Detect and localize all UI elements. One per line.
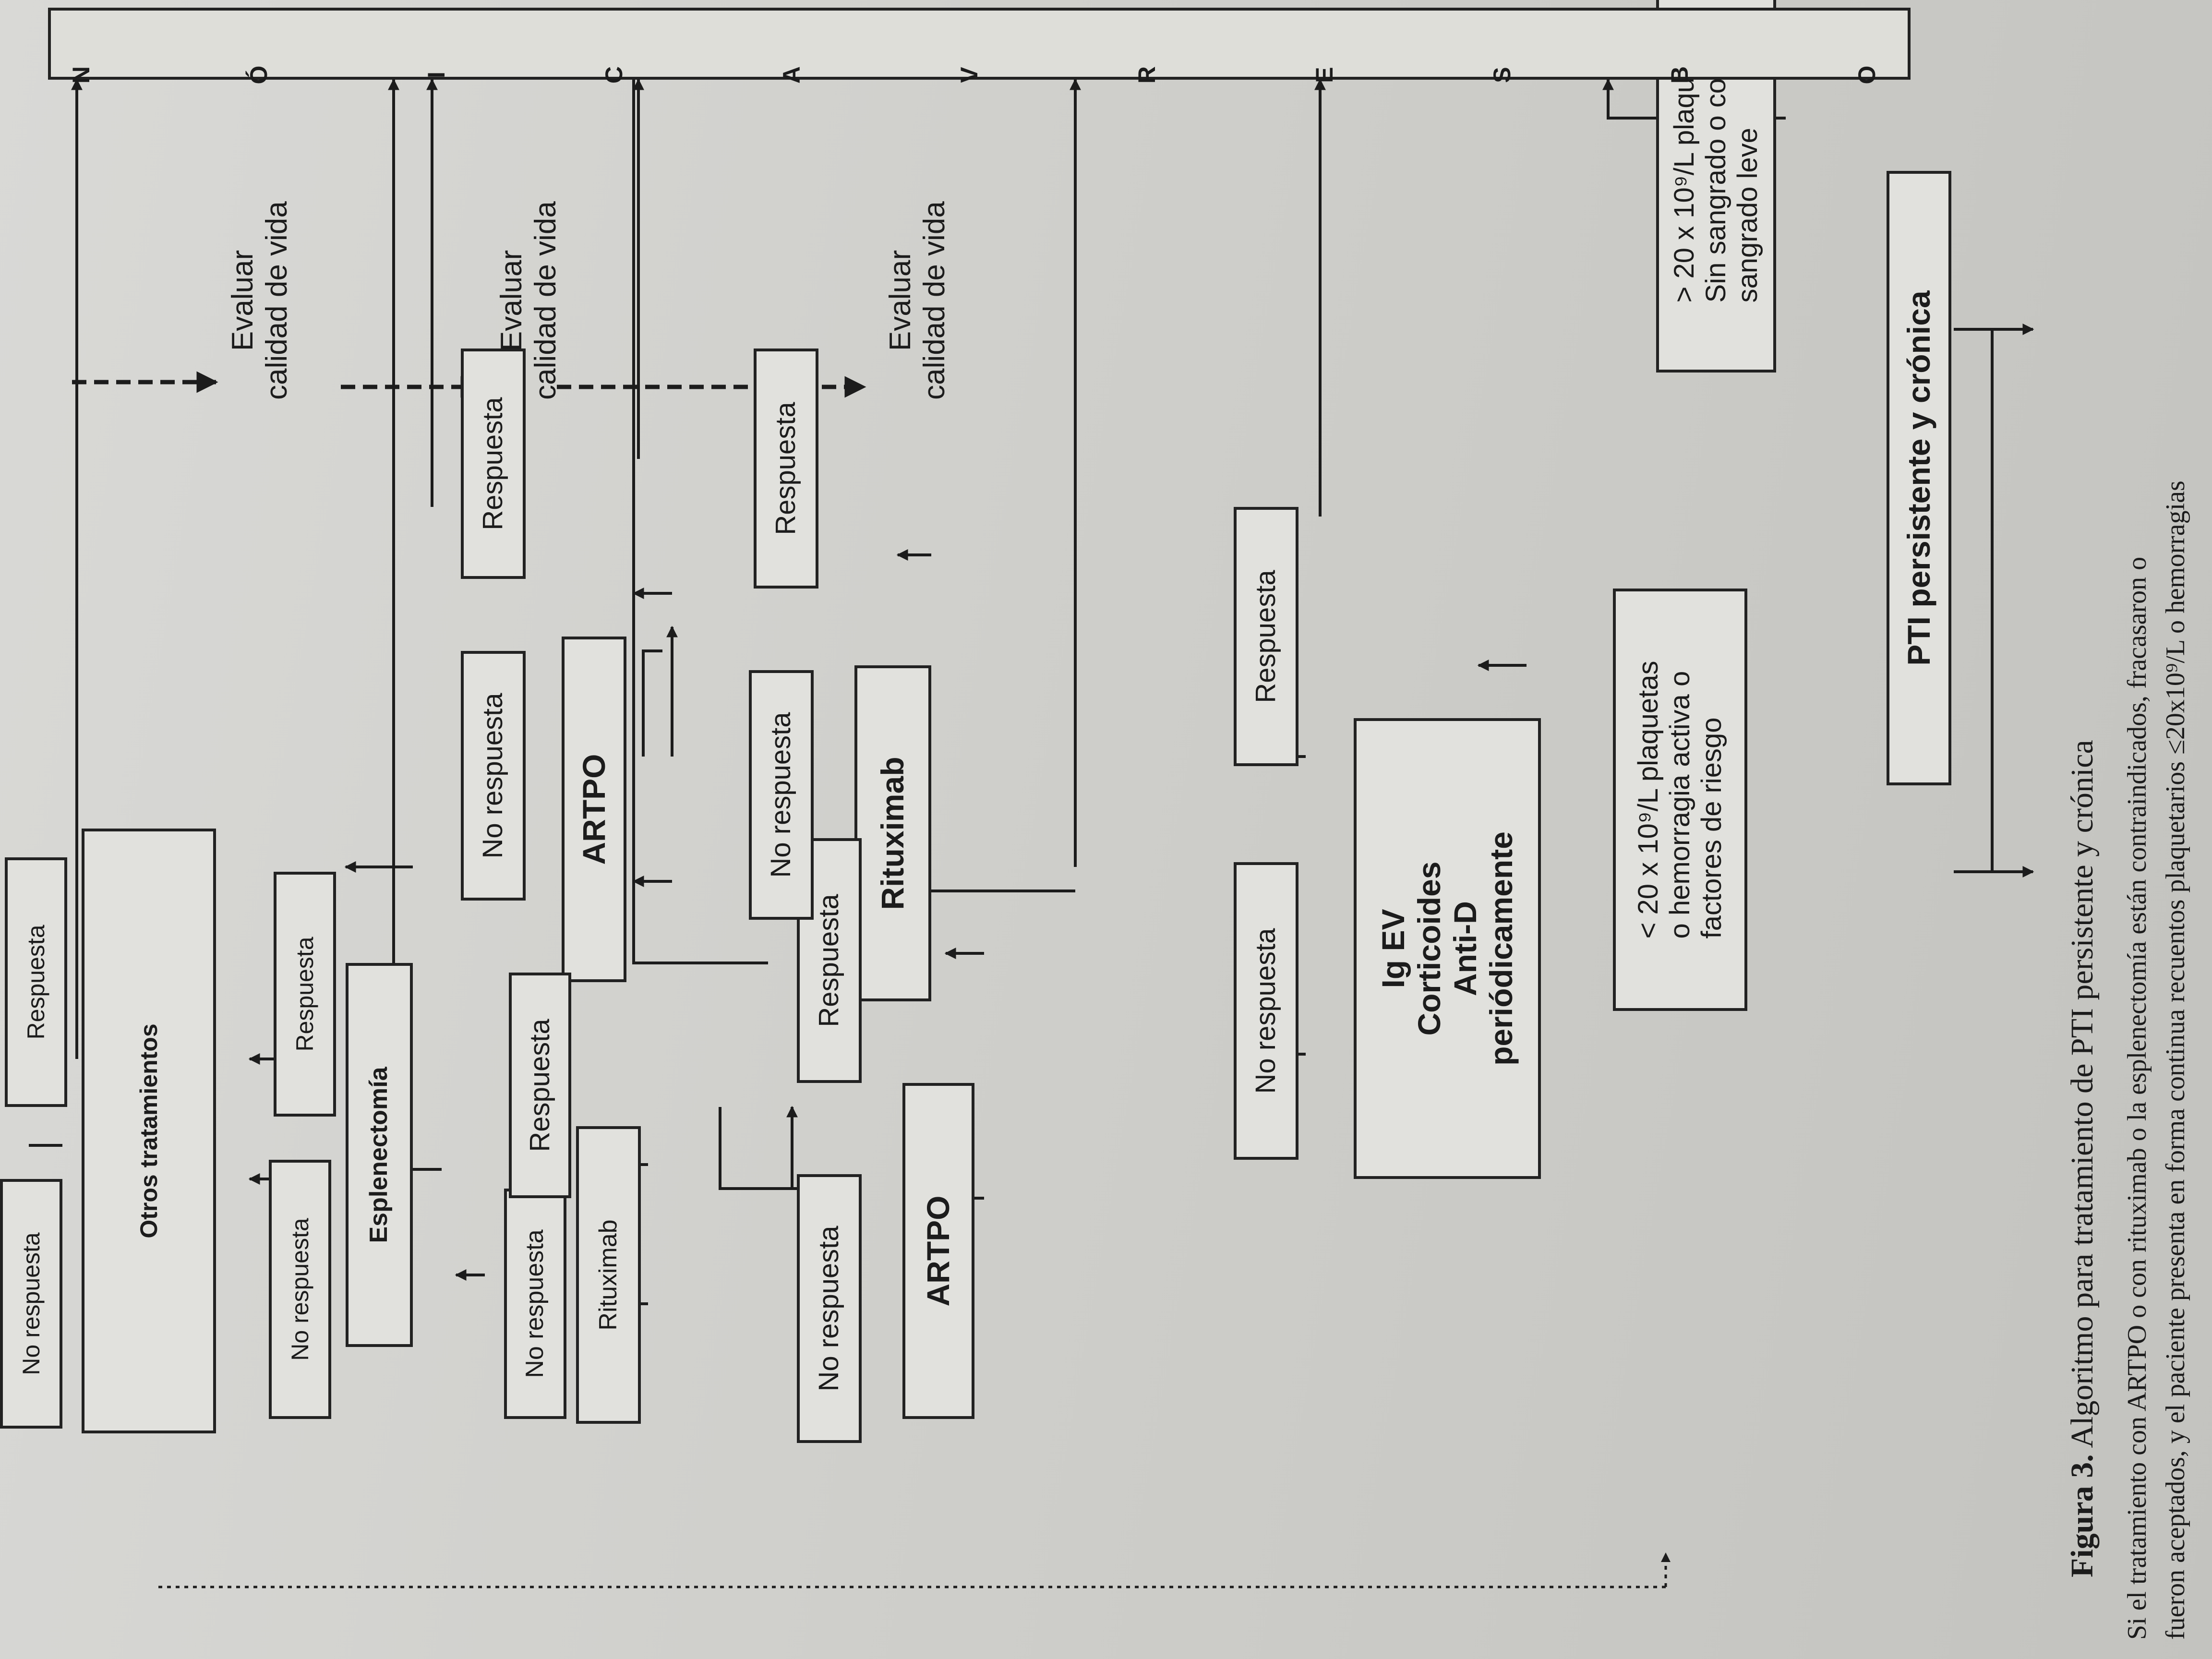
- line-nr-artpo-to-rituximab: [719, 1107, 816, 1190]
- line-nr-rituximab-to-artpo: [642, 649, 662, 757]
- body-line-1: Si el tratamiento con ARTPO o con rituxi…: [2122, 556, 2152, 1640]
- line-artpo-response-path: [632, 80, 768, 964]
- body-line-2: fueron aceptados, y el paciente presenta…: [2161, 481, 2190, 1640]
